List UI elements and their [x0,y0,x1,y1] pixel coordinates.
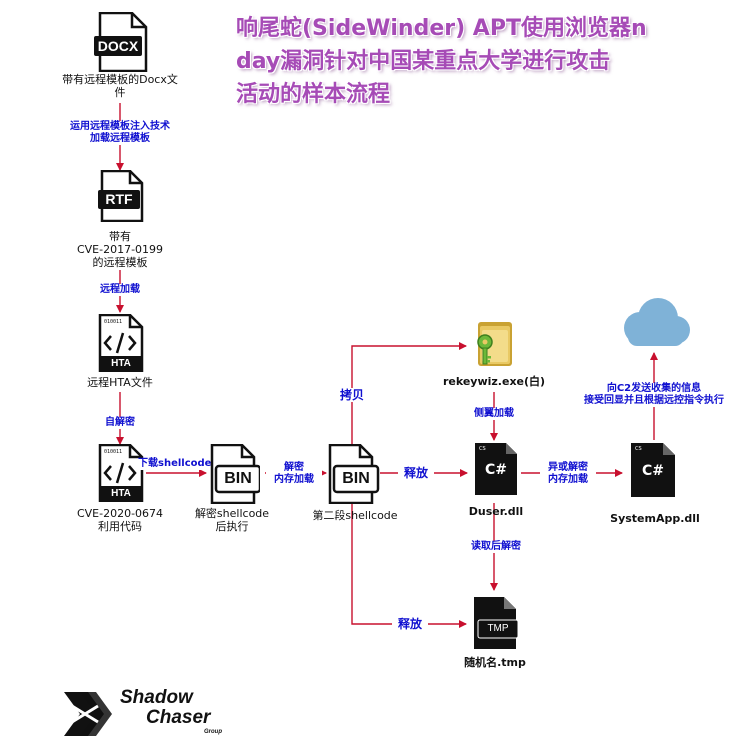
hta-exploit-label-line-2: 利用代码 [98,520,142,533]
docx-label-line-1: 带有远程模板的Docx文 [62,73,178,86]
rtf-icon-text: RTF [105,191,133,207]
docx-file-icon [94,11,148,73]
node-rtf: RTF [98,169,144,223]
logo-line-1: Shadow [120,687,193,708]
bin-decrypt-icon-text: BIN [224,470,252,487]
edge-duser-sys-line-1: 异或解密 [548,462,588,473]
diagram-title: 响尾蛇(SideWinder) APT使用浏览器n day漏洞针对中国某重点大学… [236,12,728,111]
logo-line-3: Group [204,729,222,735]
tmp-icon-text: TMP [487,623,509,634]
bin-second-icon-text: BIN [342,470,370,487]
tmp-file-icon [474,597,519,649]
edge-label-duser-sys: 异或解密 内存加载 [540,462,596,486]
edge-label-bin-rekeywiz: 拷贝 [336,388,368,402]
edge-label-bin-duser: 释放 [398,466,434,480]
edge-docx-rtf-line-1: 运用远程模板注入技术 [70,121,170,132]
logo-line-2: Chaser [146,707,211,728]
cloud-icon [624,298,690,346]
bin-decrypt-label: 解密shellcode 后执行 [177,507,287,533]
arrow-bin2-rekeywiz [351,342,467,444]
node-hta-remote: 010011 HTA [96,313,144,373]
duser-corner-text: CS [479,446,486,452]
shadow-chaser-logo: Shadow Chaser Group [58,686,238,742]
title-line-2: day漏洞针对中国某重点大学进行攻击 [236,49,611,74]
node-docx: DOCX [94,11,148,73]
duser-icon-text: C# [484,462,507,478]
title-line-3: 活动的样本流程 [236,82,391,107]
hta-exploit-icon-text: HTA [111,488,131,499]
edge-label-sys-c2: 向C2发送收集的信息 接受回显并且根据远控指令执行 [556,383,732,407]
rtf-label: 带有 CVE-2017-0199 的远程模板 [60,230,180,269]
edge-sys-c2-line-2: 接受回显并且根据远控指令执行 [584,395,724,406]
hta-remote-label: 远程HTA文件 [87,376,153,389]
rtf-file-icon [98,169,144,223]
bin-decrypt-label-line-1: 解密shellcode [194,507,270,520]
hta-exploit-code: 010011 [104,449,123,455]
node-c2-cloud [614,296,694,350]
bin-decrypt-label-line-2: 后执行 [215,520,249,533]
csharp-systemapp-file-icon [631,443,675,497]
edge-duser-sys-line-2: 内存加载 [548,474,588,485]
edge-label-hta-bin: 下载shellcode [138,458,212,470]
title-line-1: 响尾蛇(SideWinder) APT使用浏览器n [236,16,647,41]
rekeywiz-label: rekeywiz.exe(白) [442,375,546,388]
docx-icon-text: DOCX [97,38,139,54]
shadow-chaser-logo-mark [64,692,112,736]
systemapp-corner-text: CS [635,446,642,452]
bin-second-label: 第二段shellcode [312,509,398,522]
bin-file-icon [210,443,262,505]
edge-docx-rtf-line-2: 加载远程模板 [90,133,150,144]
rtf-label-line-3: 的远程模板 [92,256,148,269]
edge-label-docx-rtf: 运用远程模板注入技术 加载远程模板 [50,121,190,145]
edge-sys-c2-line-1: 向C2发送收集的信息 [606,383,702,394]
edge-label-bin-bin: 解密 内存加载 [266,462,322,486]
hta-remote-icon-text: HTA [111,358,131,369]
edge-label-duser-tmp: 读取后解密 [458,541,534,553]
rtf-label-line-1: 带有 [109,230,131,243]
hta-exploit-label: CVE-2020-0674 利用代码 [60,507,180,533]
bin-second-file-icon [328,443,380,505]
hta-exploit-label-line-1: CVE-2020-0674 [76,507,164,520]
csharp-file-icon [475,443,517,495]
systemapp-icon-text: C# [641,463,664,479]
edge-bin-bin-line-2: 内存加载 [274,474,314,485]
node-tmp: TMP [470,596,522,650]
node-rekeywiz [468,318,522,372]
edge-label-hta-hta: 自解密 [86,417,154,429]
docx-label: 带有远程模板的Docx文 件 [40,73,200,99]
arrow-bin2-tmp [351,503,467,628]
systemapp-label: SystemApp.dll [610,512,700,525]
node-bin-decrypt: BIN [206,443,262,505]
docx-label-line-2: 件 [114,86,126,99]
edge-bin-bin-line-1: 解密 [284,462,304,473]
key-folder-icon [477,322,512,366]
edge-label-rekeywiz-duser: 侧翼加载 [460,408,528,420]
node-systemapp: CS C# [630,442,676,498]
duser-label: Duser.dll [468,505,524,518]
edge-label-bin-tmp: 释放 [392,617,428,631]
node-bin-second-stage: BIN [328,443,382,505]
tmp-label: 随机名.tmp [464,656,526,669]
hta-exploit-file-icon [98,443,144,503]
node-duser: CS C# [474,442,518,496]
rtf-label-line-2: CVE-2017-0199 [76,243,164,256]
hta-remote-code: 010011 [104,319,123,325]
hta-file-icon [98,313,144,373]
node-hta-exploit: 010011 HTA [96,443,144,503]
edge-label-rtf-hta: 远程加载 [80,284,160,296]
